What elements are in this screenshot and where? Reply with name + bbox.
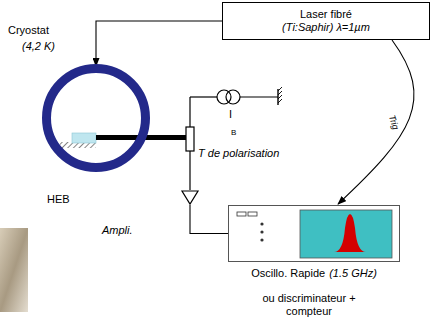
connector: [338, 40, 414, 204]
scope-button: [248, 212, 257, 216]
component-label: T de polarisation: [198, 147, 279, 160]
scope-knob: [260, 238, 263, 241]
current-source-symbol: [217, 90, 231, 104]
ground-symbol: [278, 87, 282, 103]
cryostat-outline: [42, 64, 150, 172]
amplifier-symbol: [181, 190, 199, 205]
box-subtitle: (Ti:Saphir) λ=1µm: [282, 21, 370, 34]
box-title: Laser fibré: [300, 8, 352, 21]
node-caption: Ampli.: [102, 224, 133, 237]
amplifier-triangle: [182, 191, 198, 204]
scope-button: [237, 212, 246, 216]
cryostat-ring: Cryostat(4,2 K): [42, 64, 150, 172]
oscilloscope-box: Oscillo. Rapide(1.5 GHz): [228, 205, 400, 262]
signal-peak: [304, 214, 388, 252]
scope-knob: [260, 222, 263, 225]
connector: [190, 205, 228, 234]
photo-fragment: [0, 228, 28, 312]
bias-wire: [189, 97, 190, 127]
cryostat-label: Cryostat: [8, 24, 55, 37]
note-label: ou discriminateur + compteur: [262, 292, 356, 318]
current-subscript: B: [231, 128, 236, 138]
current-source-symbol: [226, 90, 240, 104]
amplifier-triangle: Ampli.: [181, 190, 199, 205]
scope-label: Oscillo. Rapide: [251, 267, 325, 279]
bias-wire: [190, 96, 217, 97]
node-caption: Oscillo. Rapide (1.5 GHz): [229, 267, 399, 280]
scope-knob: [260, 230, 263, 233]
component-label: HEB: [47, 193, 70, 206]
heb-element: [72, 133, 96, 143]
connector: [96, 21, 222, 66]
amplifier-label: Ampli.: [102, 224, 133, 237]
cryostat-ring: [47, 69, 146, 168]
bias-wire: [240, 96, 278, 97]
edge-label: Trig: [386, 113, 401, 132]
scope-screen: [300, 210, 392, 258]
bandwidth-label: (1.5 GHz): [329, 267, 377, 279]
node-caption: Cryostat (4,2 K): [8, 24, 55, 53]
temperature-label: (4,2 K): [22, 40, 55, 53]
current-symbol: I: [229, 108, 232, 121]
laser-box: Laser fibré(Ti:Saphir) λ=1µm: [222, 2, 430, 40]
bias-tee: [186, 127, 194, 151]
signal-wire: [189, 151, 190, 190]
